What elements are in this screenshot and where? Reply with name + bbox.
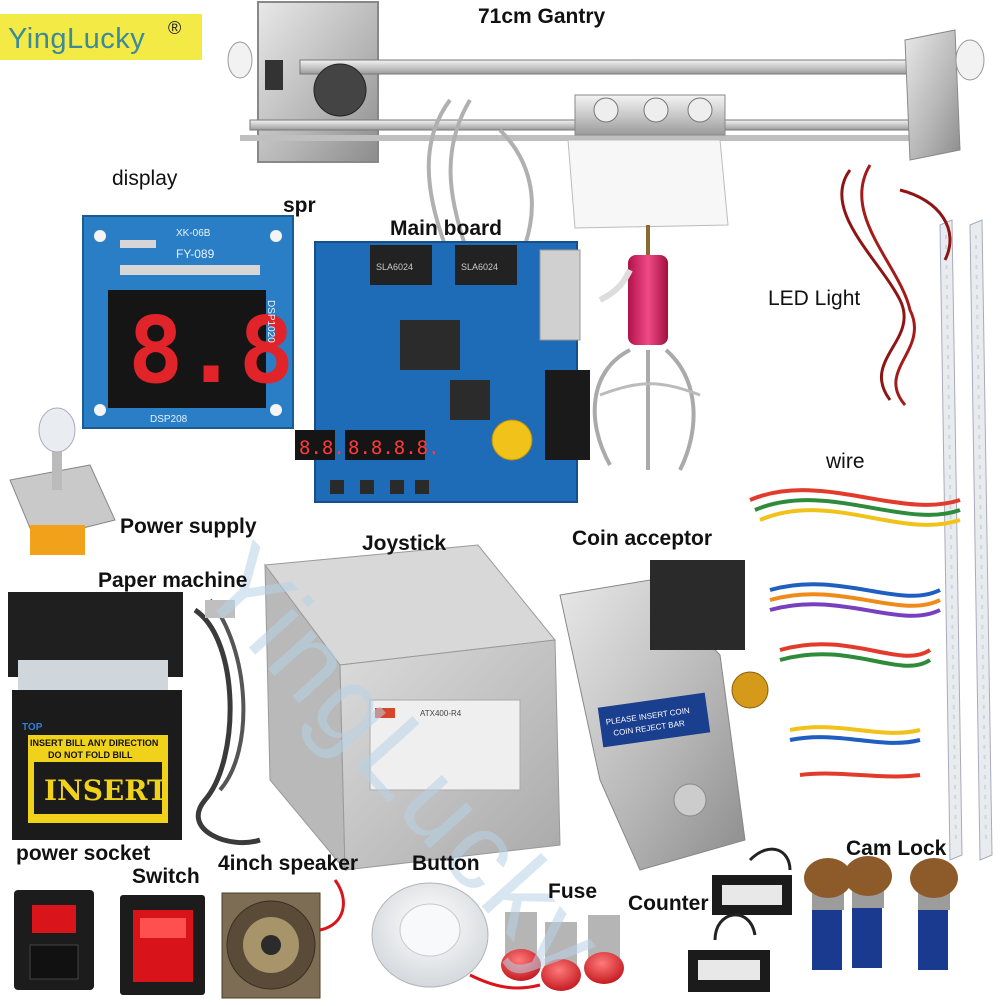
fuse-holders <box>501 912 624 991</box>
main-board: SLA6024 SLA6024 8.8. 8.8.8.8. <box>295 241 590 503</box>
label-gantry: 71cm Gantry <box>478 5 606 28</box>
label-speaker: 4inch speaker <box>218 852 359 875</box>
led-light-strips <box>840 164 993 861</box>
coin-acceptor: PLEASE INSERT COIN COIN REJECT BAR <box>559 560 769 871</box>
power-socket <box>14 890 94 990</box>
bill-brand-text: TOP <box>22 722 43 733</box>
claw <box>592 225 701 471</box>
display-top-text: XK-06B <box>176 228 211 239</box>
display-digits: 8.8. <box>128 297 350 404</box>
chip-label-2: SLA6024 <box>461 262 498 272</box>
brand-logo: YingLucky ® <box>0 14 202 60</box>
label-joystick: Joystick <box>362 532 447 555</box>
power-supply-unit: ATX400-R4 <box>264 544 561 872</box>
label-paper-machine: Paper machine <box>98 569 248 592</box>
board-display-a: 8.8. <box>299 437 345 459</box>
display-bottom-text: DSP208 <box>150 414 188 425</box>
bill-line2-text: DO NOT FOLD BILL <box>48 750 133 760</box>
joystick <box>9 407 116 555</box>
display-model-text: FY-089 <box>176 247 215 261</box>
display-board: 8.8. XK-06B FY-089 DSP208 DSP1020 <box>82 215 350 429</box>
label-display: display <box>112 167 178 190</box>
counters <box>688 847 792 992</box>
label-main-board: Main board <box>390 217 503 240</box>
speaker <box>221 879 345 999</box>
label-switch: Switch <box>132 865 200 888</box>
gantry <box>227 1 985 246</box>
bill-acceptor: INSERT BILL ANY DIRECTION DO NOT FOLD BI… <box>8 592 261 846</box>
board-display-b: 8.8.8.8. <box>348 437 440 459</box>
label-cam-lock: Cam Lock <box>846 837 947 860</box>
registered-mark: ® <box>168 18 182 38</box>
label-wire: wire <box>826 450 865 473</box>
bill-line1-text: INSERT BILL ANY DIRECTION <box>30 738 158 748</box>
display-side-text: DSP1020 <box>265 300 276 343</box>
label-counter: Counter <box>628 892 709 915</box>
label-power-socket: power socket <box>16 842 151 865</box>
bill-insert-text: INSERT <box>44 774 168 807</box>
label-button: Button <box>412 852 480 875</box>
chip-label-1: SLA6024 <box>376 262 413 272</box>
label-spr: spr <box>283 194 316 217</box>
label-power-supply: Power supply <box>120 515 257 538</box>
label-coin-acceptor: Coin acceptor <box>572 527 713 550</box>
cam-locks <box>804 856 958 970</box>
wire-harness <box>749 488 961 779</box>
label-led-light: LED Light <box>768 287 861 310</box>
rocker-switch <box>120 895 205 995</box>
label-fuse: Fuse <box>548 880 598 903</box>
brand-name: YingLucky <box>8 23 146 55</box>
arcade-button <box>371 882 541 990</box>
psu-model-text: ATX400-R4 <box>420 709 462 718</box>
